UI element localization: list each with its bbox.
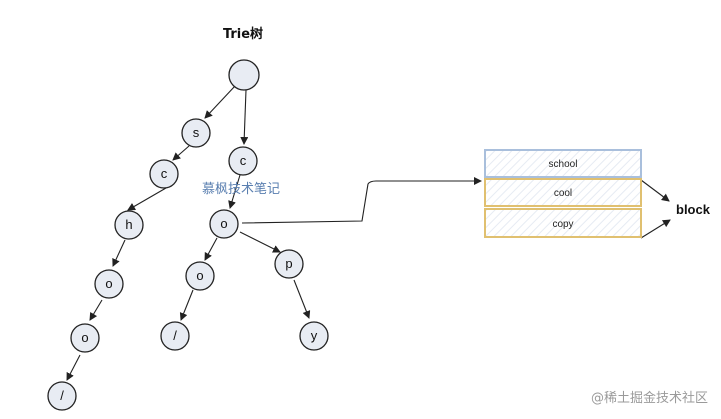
trie-node-o2-label: o <box>81 330 88 345</box>
edge-o1-o2 <box>89 299 103 321</box>
list-item-school-label: school <box>549 159 578 170</box>
trie-node-h-label: h <box>125 217 132 232</box>
trie-node-slash2: / <box>160 321 190 351</box>
trie-node-slash2-label: / <box>173 328 177 343</box>
trie-node-o4-label: o <box>196 268 203 283</box>
edge-p-y <box>293 279 311 319</box>
list-item-school: school <box>484 149 642 178</box>
trie-node-y-label: y <box>311 328 318 343</box>
trie-node-c1: c <box>149 159 179 189</box>
edges <box>66 85 671 381</box>
list-item-copy: copy <box>484 208 642 238</box>
edge-root-s <box>204 85 236 119</box>
footer-watermark: @稀土掘金技术社区 <box>591 390 708 406</box>
trie-node-c2-label: c <box>240 153 247 168</box>
trie-node-o1: o <box>94 269 124 299</box>
edge-o3-list <box>241 177 482 224</box>
trie-node-o2: o <box>70 323 100 353</box>
edge-c2-o3 <box>228 174 241 209</box>
trie-node-slash1: / <box>47 381 77 411</box>
list-item-cool: cool <box>484 178 642 207</box>
block-label: block <box>676 202 711 217</box>
trie-node-p-label: p <box>285 256 292 271</box>
edge-cool-block <box>640 179 670 202</box>
trie-node-c1-label: c <box>161 166 168 181</box>
edge-copy-block <box>640 219 671 239</box>
trie-node-o1-label: o <box>105 276 112 291</box>
trie-node-p: p <box>274 249 304 279</box>
watermark-text: 慕枫技术笔记 <box>202 181 280 197</box>
trie-node-slash1-label: / <box>60 388 64 403</box>
trie-node-y: y <box>299 321 329 351</box>
edge-root-c2 <box>240 89 249 145</box>
trie-node-c2: c <box>228 146 258 176</box>
trie-node-o4: o <box>185 261 215 291</box>
trie-node-s-label: s <box>193 125 200 140</box>
diagram-title: Trie树 <box>223 26 263 42</box>
list-item-cool-label: cool <box>554 188 572 199</box>
trie-node-h: h <box>114 210 144 240</box>
edge-h-o1 <box>112 239 126 267</box>
edge-o4-slash2 <box>179 289 194 321</box>
edge-s-c1 <box>172 145 190 161</box>
edge-o3-o4 <box>204 237 218 261</box>
trie-node-s: s <box>181 118 211 148</box>
edge-c1-h <box>127 187 167 211</box>
edge-o2-slash1 <box>66 354 81 381</box>
list-item-copy-label: copy <box>552 219 573 230</box>
trie-node-o3: o <box>209 209 239 239</box>
trie-node-root <box>228 59 260 91</box>
trie-node-o3-label: o <box>220 216 227 231</box>
edge-o3-p <box>239 231 281 253</box>
